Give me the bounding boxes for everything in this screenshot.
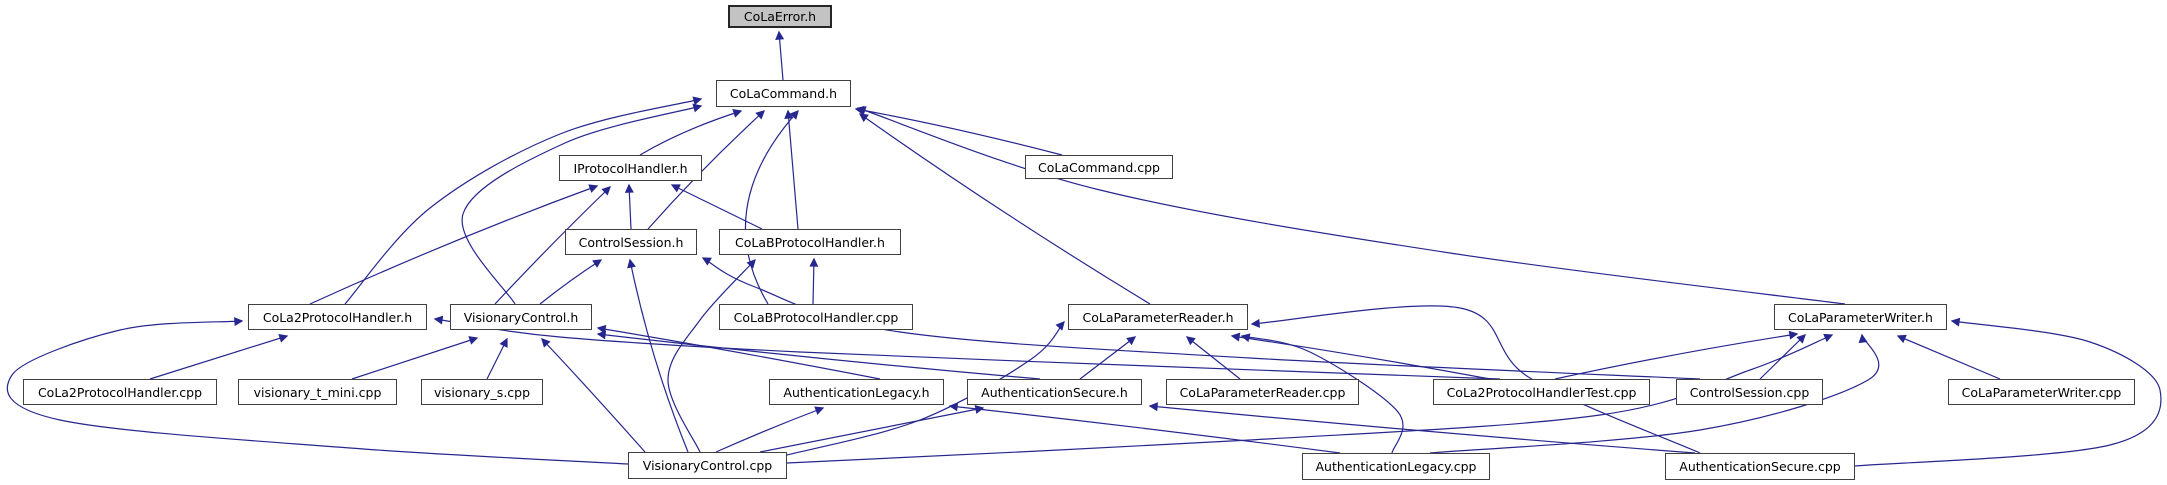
node-iprotocolhandler-h[interactable]: IProtocolHandler.h [559,155,702,181]
node-authenticationlegacy-h[interactable]: AuthenticationLegacy.h [769,379,944,405]
edge-cmd-to-err [775,30,785,81]
node-colabprotocolhandler-cpp[interactable]: CoLaBProtocolHandler.cpp [719,304,913,330]
node-cola2protocolhandler-h[interactable]: CoLa2ProtocolHandler.h [248,304,427,330]
edge-crh-to-cmd [858,113,1151,305]
node-authenticationlegacy-cpp[interactable]: AuthenticationLegacy.cpp [1302,453,1490,480]
edge-vcc-to-vch [541,338,646,453]
edge-vch-to-cs [539,259,603,305]
edge-alc-to-alh [948,402,1341,454]
node-visionarycontrol-h[interactable]: VisionaryControl.h [450,304,592,330]
edge-vcc-to-alh [715,406,825,453]
edge-vcc-to-cwh [786,333,1834,464]
edge-c2h-to-cmd [344,96,703,305]
edge-vcc-to-c2h [6,317,629,465]
node-visionarycontrol-cpp[interactable]: VisionaryControl.cpp [628,452,787,479]
node-colaparameterwriter-cpp[interactable]: CoLaParameterWriter.cpp [1948,379,2135,405]
node-authenticationsecure-h[interactable]: AuthenticationSecure.h [967,379,1142,405]
edge-c2t-to-crh [1230,332,1491,380]
edge-vcc-to-cbh [667,259,756,453]
node-colaparameterreader-cpp[interactable]: CoLaParameterReader.cpp [1166,379,1359,405]
edge-vtm-to-vch [351,336,479,380]
edge-cbc-to-cbh [809,257,819,305]
node-cola2protocolhandler-cpp[interactable]: CoLa2ProtocolHandler.cpp [23,379,217,405]
edge-alc-to-crh [1240,333,1404,454]
node-colaparameterwriter-h[interactable]: CoLaParameterWriter.h [1774,304,1947,330]
node-authenticationsecure-cpp[interactable]: AuthenticationSecure.cpp [1665,453,1855,480]
edge-asc-to-cwh [1854,317,2162,467]
edge-c2t-to-c2h [433,315,1501,380]
edge-ash-to-vch [596,330,1041,380]
edge-c2t-to-cwh [1554,330,1799,380]
edge-vcc-to-ash [759,405,985,453]
node-cola2protocolhandlertest-cpp[interactable]: CoLa2ProtocolHandlerTest.cpp [1433,379,1650,405]
edge-c2c-to-c2h [149,333,289,380]
edge-c2h-to-iph [309,184,599,305]
node-colacommand-cpp[interactable]: CoLaCommand.cpp [1025,155,1173,179]
edge-cbc-to-cmd [744,109,799,305]
node-colaparameterreader-h[interactable]: CoLaParameterReader.h [1068,304,1248,330]
edge-crc-to-crh [1185,336,1241,380]
edge-cs-to-cmd [647,110,765,230]
edge-iph-to-cmd [639,109,743,156]
edge-vcc-to-cs [627,258,689,453]
node-controlsession-h[interactable]: ControlSession.h [565,229,697,255]
node-visionary-t-mini-cpp[interactable]: visionary_t_mini.cpp [238,379,397,405]
edge-cwc-to-cwh [1896,334,2001,380]
edge-asc-to-ash [1148,402,1696,454]
edge-vch-to-cmd [461,103,703,305]
edge-vcc-to-crh [786,320,1065,456]
edge-cmdc-to-cmd [854,105,1063,156]
edge-alc-to-cwh [1429,333,1880,454]
edge-vch-to-iph [494,186,611,305]
edge-cwh-to-cmd [856,106,1846,305]
edge-vs-to-vch [486,337,508,380]
node-colabprotocolhandler-h[interactable]: CoLaBProtocolHandler.h [719,229,901,255]
edge-cs-to-iph [624,183,634,230]
node-controlsession-cpp[interactable]: ControlSession.cpp [1676,379,1823,405]
edge-ash-to-crh [1079,336,1137,380]
node-visionary-s-cpp[interactable]: visionary_s.cpp [421,379,543,405]
edge-alh-to-vch [596,324,881,380]
node-colacommand-h[interactable]: CoLaCommand.h [716,80,851,107]
edge-cbh-to-iph [670,184,763,230]
edge-cbh-to-cmd [784,109,799,230]
node-colaerror-h[interactable]: CoLaError.h [728,5,832,28]
edge-asc-to-crh [1250,305,1701,454]
